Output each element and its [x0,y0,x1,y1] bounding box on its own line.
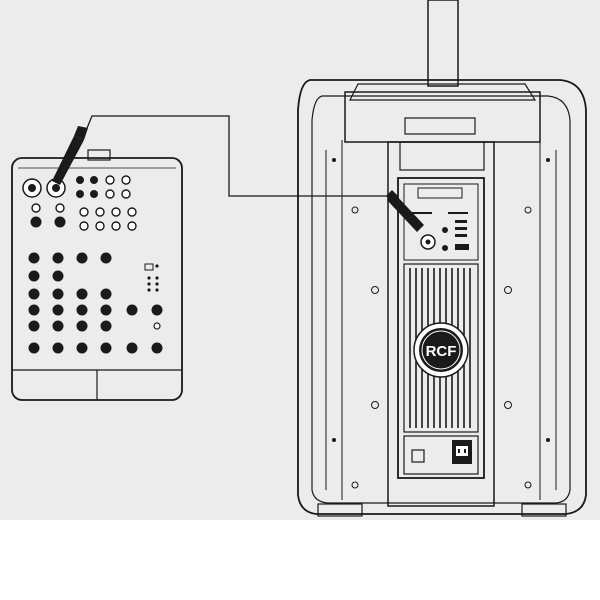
power-inlet-icon [452,440,472,464]
background-panel [0,0,600,520]
line-jacks [76,175,131,199]
amplifier-panel: RCF [397,177,485,479]
power-switch [411,449,425,463]
eq-knobs [28,252,163,354]
brand-logo: RCF [426,343,457,360]
xlr-cable-icon [52,115,424,232]
gain-knobs [30,203,137,231]
speaker-cabinet [297,79,587,517]
rcf-logo-icon: RCF [413,322,469,378]
speaker-pole [427,0,459,87]
level-meter [144,263,159,292]
